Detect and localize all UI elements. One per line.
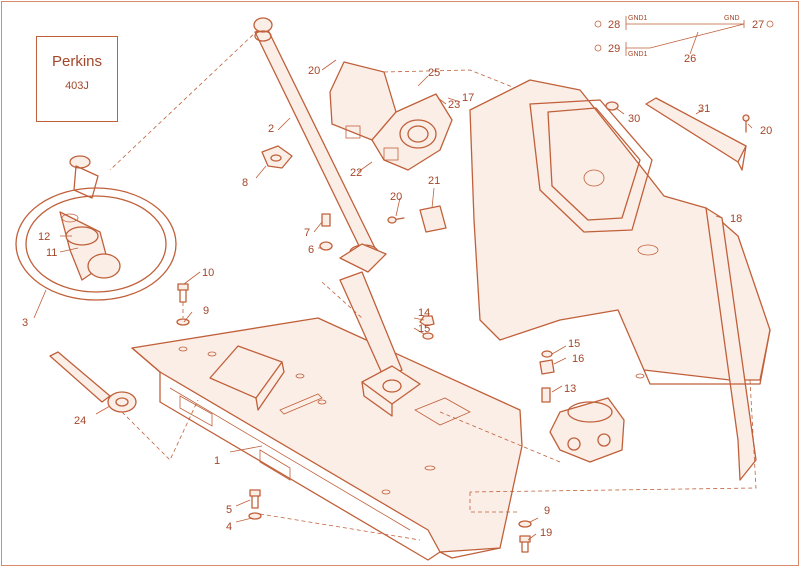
- part-label-6: 6: [308, 244, 314, 256]
- part-label-31: 31: [698, 103, 710, 115]
- part-label-10: 10: [202, 267, 214, 279]
- part-label-21: 21: [428, 175, 440, 187]
- part-label-19: 19: [540, 527, 552, 539]
- part-label-9-left: 9: [203, 305, 209, 317]
- part-label-20-top: 20: [308, 65, 320, 77]
- brand-name: Perkins: [51, 53, 103, 70]
- directional-lever: [49, 351, 199, 461]
- part-label-15-center: 15: [418, 323, 430, 335]
- part-label-24: 24: [74, 415, 86, 427]
- part-label-22: 22: [350, 167, 362, 179]
- bushing-parts: [319, 213, 333, 251]
- grab-bar: [645, 97, 747, 171]
- clip-part: [261, 145, 293, 169]
- wire-label-gnd1-top: GND1: [628, 15, 648, 22]
- ground-wiring: GND1 GND GND1: [594, 15, 774, 58]
- part-label-23: 23: [448, 99, 460, 111]
- part-label-11: 11: [46, 247, 57, 259]
- wire-label-gnd1-bottom: GND1: [628, 51, 648, 58]
- leader-lines: [33, 31, 753, 541]
- part-label-2: 2: [268, 123, 274, 135]
- knob: [605, 101, 619, 111]
- part-label-20-right: 20: [760, 125, 772, 137]
- part-label-28: 28: [608, 19, 620, 31]
- part-label-9-right: 9: [544, 505, 550, 517]
- part-label-5: 5: [226, 504, 232, 516]
- brand-box: Perkins 403J: [36, 36, 118, 122]
- part-label-17: 17: [462, 92, 474, 104]
- part-label-8: 8: [242, 177, 248, 189]
- wire-label-gnd: GND: [724, 15, 740, 22]
- steering-column: [109, 17, 387, 273]
- dashboard-cover: [329, 61, 521, 171]
- part-label-14: 14: [418, 307, 430, 319]
- part-label-4: 4: [226, 521, 232, 533]
- part-numbers: 1 2 3 4 5 6 7 8 9 9 10 11 12 13 14 15 15…: [22, 19, 772, 539]
- part-label-29: 29: [608, 43, 620, 55]
- part-label-27: 27: [752, 19, 764, 31]
- part-label-25: 25: [428, 67, 440, 79]
- part-label-16: 16: [572, 353, 584, 365]
- part-label-18: 18: [730, 213, 742, 225]
- nut-washer: [419, 315, 435, 340]
- dashboard-housing: [469, 79, 771, 481]
- part-label-30: 30: [628, 113, 640, 125]
- floor-plate: [131, 317, 523, 561]
- part-label-3: 3: [22, 317, 28, 329]
- part-label-26: 26: [684, 53, 696, 65]
- part-label-15-right: 15: [568, 338, 580, 350]
- bolt-washer-bottom: [248, 489, 421, 541]
- part-label-12: 12: [38, 231, 50, 243]
- pedal-bracket: [321, 271, 421, 417]
- part-label-13: 13: [564, 383, 576, 395]
- bolt-washer-right: [469, 492, 532, 553]
- model-name: 403J: [65, 80, 89, 92]
- cover-plate: [387, 205, 447, 233]
- part-label-1: 1: [214, 455, 220, 467]
- part-label-20-center: 20: [390, 191, 402, 203]
- bolt-washer-left: [176, 283, 190, 326]
- steering-valve: [539, 350, 625, 463]
- part-label-7: 7: [304, 227, 310, 239]
- screw-right: [742, 114, 750, 133]
- steering-wheel: [15, 155, 177, 301]
